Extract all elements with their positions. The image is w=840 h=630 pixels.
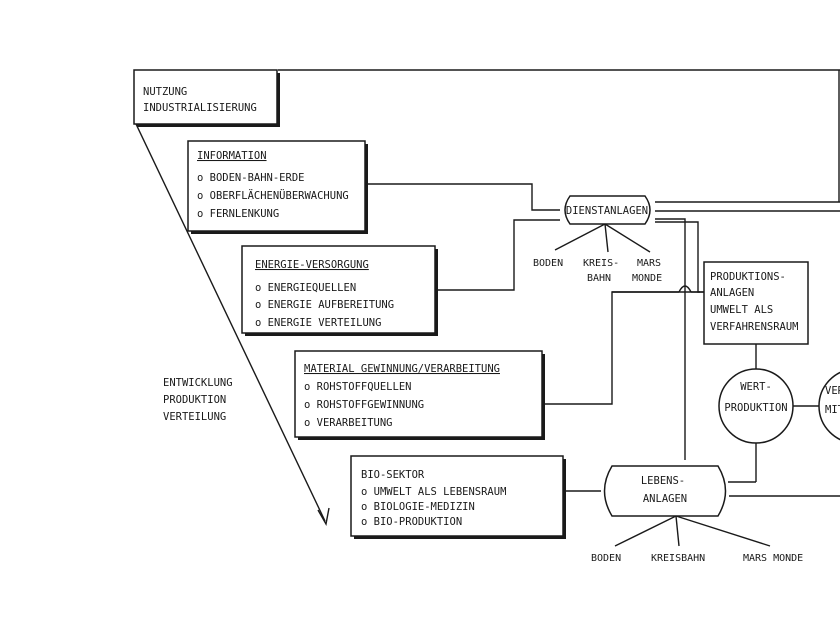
partial-circle-node: VER MIT bbox=[818, 371, 840, 441]
dienstanlagen-label: DIENSTANLAGEN bbox=[566, 205, 648, 217]
dienstanlagen-node: DIENSTANLAGEN bbox=[564, 195, 651, 225]
lebensanlagen-node: LEBENS- ANLAGEN bbox=[603, 465, 727, 517]
bio-box: BIO-SEKTOR o UMWELT ALS LEBENSRAUM o BIO… bbox=[350, 455, 566, 539]
energie-connector bbox=[435, 219, 560, 291]
dienst-branch-mars bbox=[604, 223, 651, 253]
information-item: o FERNLENKUNG bbox=[197, 208, 279, 220]
material-item: o VERARBEITUNG bbox=[304, 417, 393, 429]
energie-item: o ENERGIEQUELLEN bbox=[255, 282, 356, 294]
dienst-kreis-label-1: KREIS- bbox=[583, 258, 619, 269]
lebens-branch-mars bbox=[675, 515, 771, 547]
bio-title: BIO-SEKTOR bbox=[361, 469, 425, 481]
information-title: INFORMATION bbox=[197, 150, 267, 162]
lebens-branch-boden bbox=[614, 515, 677, 547]
dienst-to-produktion-line bbox=[655, 221, 704, 293]
produktion-line3: UMWELT ALS bbox=[710, 304, 773, 316]
information-item: o OBERFLÄCHENÜBERWACHUNG bbox=[197, 189, 349, 202]
lebens-boden-label: BODEN bbox=[591, 553, 621, 564]
lebens-mars-label: MARS MONDE bbox=[743, 553, 803, 564]
wert-line2: PRODUKTION bbox=[724, 402, 787, 414]
side-label-line1: ENTWICKLUNG bbox=[163, 377, 233, 389]
nutzung-box: NUTZUNG INDUSTRIALISIERUNG bbox=[133, 69, 280, 127]
energie-box: ENERGIE-VERSORGUNG o ENERGIEQUELLEN o EN… bbox=[241, 245, 438, 336]
lebens-kreis-label: KREISBAHN bbox=[651, 553, 705, 564]
dienst-to-lebens-line bbox=[655, 218, 686, 460]
bio-item: o BIOLOGIE-MEDIZIN bbox=[361, 501, 475, 513]
lebens-branch-kreis bbox=[675, 515, 680, 547]
side-label-line3: VERTEILUNG bbox=[163, 411, 226, 423]
produktionsanlagen-box: PRODUKTIONS- ANLAGEN UMWELT ALS VERFAHRE… bbox=[703, 261, 809, 345]
material-item: o ROHSTOFFGEWINNUNG bbox=[304, 399, 424, 411]
produktion-line4: VERFAHRENSRAUM bbox=[710, 321, 799, 333]
arrow-head-icon bbox=[317, 507, 330, 527]
wertproduktion-node: WERT- PRODUKTION bbox=[718, 368, 794, 444]
energie-title: ENERGIE-VERSORGUNG bbox=[255, 259, 369, 271]
dienst-kreis-label-2: BAHN bbox=[587, 273, 611, 284]
lebens-line2: ANLAGEN bbox=[643, 493, 687, 505]
side-label: ENTWICKLUNG PRODUKTION VERTEILUNG bbox=[163, 377, 233, 423]
dienst-branch-boden bbox=[554, 223, 606, 251]
material-box: MATERIAL GEWINNUNG/VERARBEITUNG o ROHSTO… bbox=[294, 350, 545, 440]
bio-item: o UMWELT ALS LEBENSRAUM bbox=[361, 486, 506, 498]
material-item: o ROHSTOFFQUELLEN bbox=[304, 381, 411, 393]
diagonal-arrow-line bbox=[135, 123, 326, 522]
lebens-line1: LEBENS- bbox=[641, 475, 685, 487]
bio-item: o BIO-PRODUKTION bbox=[361, 516, 462, 528]
line-crossing-hump bbox=[678, 285, 692, 293]
produktion-line1: PRODUKTIONS- bbox=[710, 271, 786, 283]
nutzung-line2: INDUSTRIALISIERUNG bbox=[143, 102, 257, 114]
partial-circle-line1: VER bbox=[825, 385, 840, 397]
dienst-boden-label: BODEN bbox=[533, 258, 563, 269]
information-box: INFORMATION o BODEN-BAHN-ERDE o OBERFLÄC… bbox=[187, 140, 368, 234]
dienst-mars-label-1: MARS bbox=[637, 258, 661, 269]
nutzung-line1: NUTZUNG bbox=[143, 86, 187, 98]
energie-item: o ENERGIE VERTEILUNG bbox=[255, 317, 381, 329]
energie-item: o ENERGIE AUFBEREITUNG bbox=[255, 299, 394, 311]
information-connector bbox=[365, 183, 560, 211]
material-title: MATERIAL GEWINNUNG/VERARBEITUNG bbox=[304, 363, 500, 375]
wert-line1: WERT- bbox=[740, 381, 772, 393]
side-label-line2: PRODUKTION bbox=[163, 394, 226, 406]
dienst-branch-kreis bbox=[604, 223, 609, 253]
produktion-line2: ANLAGEN bbox=[710, 287, 754, 299]
material-connector bbox=[542, 291, 700, 405]
information-item: o BODEN-BAHN-ERDE bbox=[197, 172, 304, 184]
partial-circle-line2: MIT bbox=[825, 404, 840, 416]
dienst-mars-label-2: MONDE bbox=[632, 273, 662, 284]
